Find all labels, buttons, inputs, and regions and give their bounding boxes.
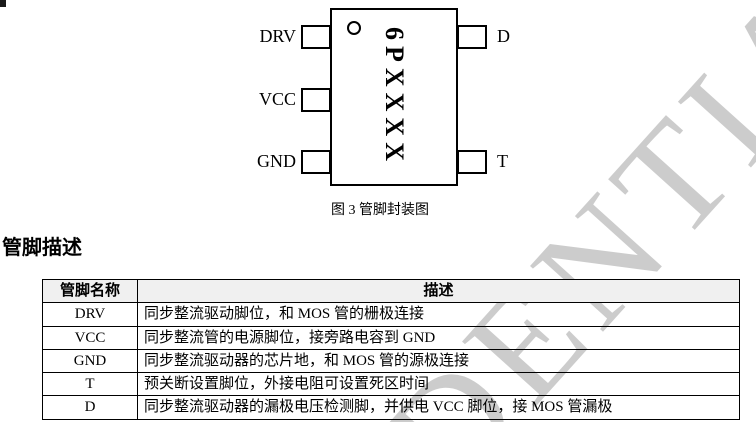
table-row: D 同步整流驱动器的漏极电压检测脚，并供电 VCC 脚位，接 MOS 管漏极 — [42, 395, 740, 420]
pin-pad-gnd — [301, 150, 331, 174]
pin-label-vcc: VCC — [258, 89, 296, 109]
table-header-row: 管脚名称 描述 — [42, 278, 740, 304]
table-row: T 预关断设置脚位，外接电阻可设置死区时间 — [42, 371, 740, 397]
pin1-indicator-circle — [347, 21, 361, 35]
pin-description-cell: 同步整流驱动器的漏极电压检测脚，并供电 VCC 脚位，接 MOS 管漏极 — [137, 395, 740, 420]
pin-pad-t — [457, 150, 487, 174]
pin-pad-vcc — [301, 88, 331, 112]
pin-label-gnd: GND — [257, 151, 296, 171]
pin-label-d: D — [497, 26, 510, 46]
pin-name-cell: VCC — [42, 325, 138, 350]
pin-description-table: 管脚名称 描述 DRV 同步整流驱动脚位，和 MOS 管的栅极连接 VCC 同步… — [42, 278, 740, 420]
pin-description-cell: 同步整流管的电源脚位，接旁路电容到 GND — [137, 325, 740, 350]
header-pin-name: 管脚名称 — [42, 278, 138, 304]
table-row: VCC 同步整流管的电源脚位，接旁路电容到 GND — [42, 325, 740, 350]
table-row: DRV 同步整流驱动脚位，和 MOS 管的栅极连接 — [42, 302, 740, 327]
chip-part-number: 6PXXXX — [380, 27, 409, 167]
figure-caption: 图 3 管脚封装图 — [331, 203, 429, 218]
pin-label-t: T — [497, 151, 508, 171]
corner-mark — [0, 0, 6, 7]
pin-name-cell: GND — [42, 348, 138, 374]
pin-label-drv: DRV — [259, 26, 296, 46]
table-row: GND 同步整流驱动器的芯片地，和 MOS 管的源极连接 — [42, 348, 740, 374]
pin-description-cell: 同步整流驱动脚位，和 MOS 管的栅极连接 — [137, 302, 740, 327]
pin-description-cell: 同步整流驱动器的芯片地，和 MOS 管的源极连接 — [137, 348, 740, 374]
pin-name-cell: DRV — [42, 302, 138, 327]
pin-description-cell: 预关断设置脚位，外接电阻可设置死区时间 — [137, 371, 740, 397]
pin-pad-drv — [301, 25, 331, 49]
pin-pad-d — [457, 25, 487, 49]
section-title: 管脚描述 — [2, 237, 82, 259]
header-description: 描述 — [137, 278, 740, 304]
pin-name-cell: D — [42, 395, 138, 420]
chip-body: 6PXXXX — [330, 8, 458, 186]
pin-name-cell: T — [42, 371, 138, 397]
